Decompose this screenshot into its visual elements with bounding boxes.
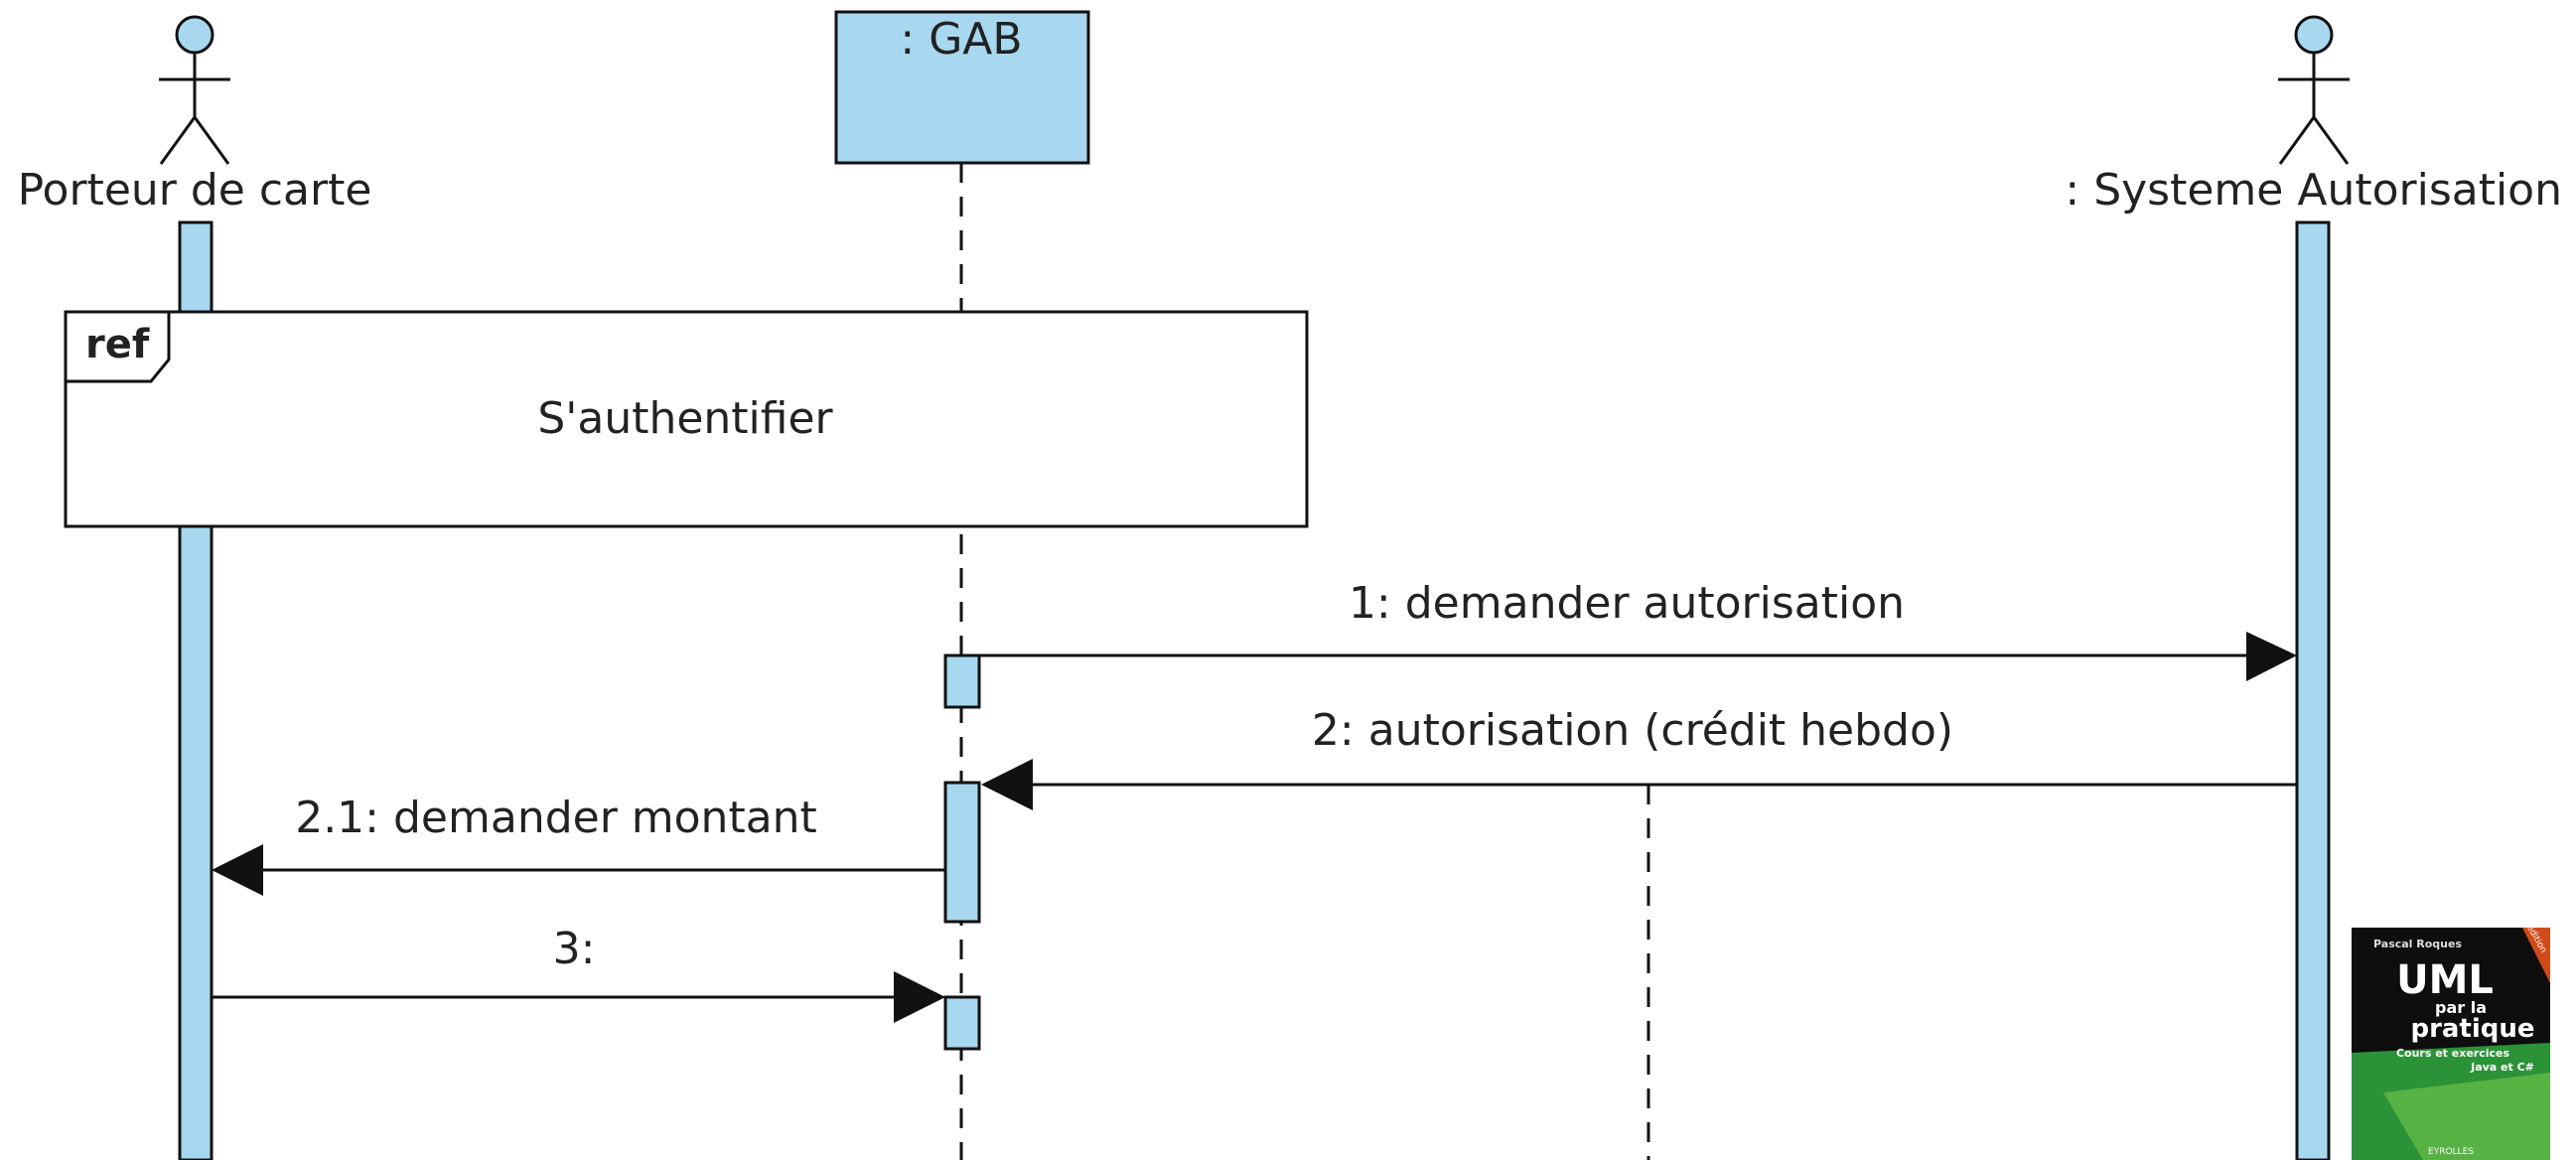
gab-activation-3 — [943, 995, 981, 1051]
book-title-pratique: pratique — [2410, 1014, 2534, 1044]
book-cover-image: 5e édition Pascal Roques UML par la prat… — [2352, 911, 2550, 1160]
message-1-label: 1: demander autorisation — [1349, 578, 1905, 629]
lifeline-systeme-activation — [2295, 220, 2331, 1160]
book-title-par-la: par la — [2435, 998, 2487, 1017]
gab-label: : GAB — [900, 14, 1022, 65]
ref-frame[interactable]: ref S'authentifier — [64, 310, 1309, 528]
actor-label-porteur: Porteur de carte — [18, 165, 372, 216]
actor-porteur-de-carte[interactable]: Porteur de carte — [18, 15, 372, 216]
edition-badge — [2522, 928, 2550, 983]
ref-frame-box — [64, 310, 1309, 528]
gab-activation-1 — [943, 653, 981, 709]
stick-figure-icon — [2278, 15, 2350, 165]
message-3[interactable]: 3: — [212, 924, 945, 1023]
arrow-right-icon — [2246, 632, 2297, 681]
ref-frame-tag-pentagon — [64, 310, 171, 383]
actor-label-systeme: : Systeme Autorisation — [2065, 165, 2562, 216]
book-title-uml: UML — [2396, 957, 2494, 1003]
book-author: Pascal Roques — [2373, 938, 2462, 950]
actor-systeme-autorisation[interactable]: : Systeme Autorisation — [2065, 15, 2562, 216]
ref-frame-label: S'authentifier — [537, 393, 833, 444]
arrow-left-icon — [212, 844, 263, 896]
message-2-label: 2: autorisation (crédit hebdo) — [1312, 705, 1953, 756]
message-2-1-label: 2.1: demander montant — [295, 793, 817, 843]
gab-activation-2 — [943, 781, 981, 924]
message-2-1[interactable]: 2.1: demander montant — [212, 793, 945, 896]
stick-figure-icon — [159, 15, 230, 165]
book-subtitle-1: Cours et exercices — [2396, 1047, 2510, 1060]
message-1[interactable]: 1: demander autorisation — [979, 578, 2297, 681]
arrow-left-icon — [981, 759, 1033, 810]
object-gab[interactable]: : GAB — [834, 10, 1090, 165]
book-publisher: EYROLLES — [2428, 1147, 2474, 1157]
message-2[interactable]: 2: autorisation (crédit hebdo) — [981, 705, 2297, 810]
ref-frame-tag: ref — [85, 322, 150, 367]
arrow-right-icon — [894, 971, 945, 1023]
message-3-label: 3: — [553, 924, 596, 974]
book-subtitle-2: Java et C# — [2470, 1061, 2534, 1074]
